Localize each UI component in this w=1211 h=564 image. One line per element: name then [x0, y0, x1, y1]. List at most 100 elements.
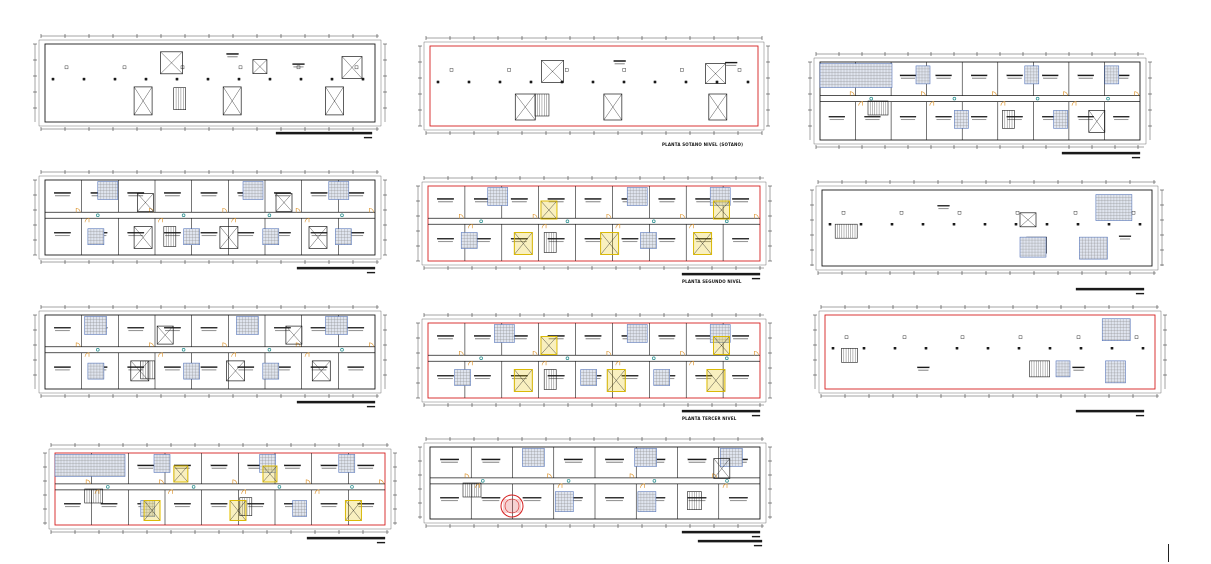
- room-label-sub: [128, 235, 144, 237]
- elevator-shaft: [603, 93, 623, 121]
- door-swing: [1000, 101, 1006, 106]
- room-label: [357, 503, 375, 505]
- room-label-sub: [201, 330, 217, 332]
- room-label: [200, 232, 218, 234]
- scale-note: [366, 271, 376, 274]
- room-label-sub: [865, 119, 880, 121]
- room-label-sub: [614, 63, 625, 65]
- column: [113, 77, 117, 81]
- room-label-sub: [659, 338, 675, 340]
- room-label: [481, 458, 501, 461]
- highlight-box: [344, 500, 362, 521]
- highlight-box: [540, 200, 558, 220]
- door-swing: [149, 342, 154, 347]
- column: [653, 80, 657, 84]
- plan-sheet-7: [33, 305, 387, 408]
- room-label: [563, 458, 583, 461]
- door-swing: [314, 489, 320, 494]
- room-label-sub: [201, 235, 217, 237]
- elevator-shaft: [514, 93, 536, 121]
- room-label-sub: [201, 195, 217, 197]
- section-marker: [191, 485, 196, 489]
- title-bar: [697, 539, 763, 543]
- section-marker: [96, 213, 100, 218]
- room-label-sub: [311, 235, 327, 237]
- room-label-sub: [729, 500, 747, 502]
- room-label-sub: [622, 378, 638, 380]
- door-swing: [304, 217, 310, 223]
- section-marker: [725, 479, 729, 483]
- plan-sheet-5: [416, 176, 772, 280]
- section-marker: [565, 219, 570, 224]
- column: [859, 222, 863, 226]
- room-label-sub: [659, 201, 675, 203]
- grid-frame: [813, 57, 1147, 145]
- bathroom-tiles: [653, 369, 671, 386]
- title-bar: [1075, 409, 1145, 413]
- room-label: [687, 497, 707, 499]
- light-fixture: [957, 211, 962, 215]
- room-label-sub: [165, 235, 180, 237]
- grid-frame: [421, 318, 767, 403]
- grid-frame: [38, 175, 382, 260]
- scale-note: [1131, 156, 1141, 159]
- door-swing: [557, 483, 563, 488]
- room-label: [54, 232, 71, 234]
- column: [715, 80, 719, 84]
- column: [529, 80, 533, 84]
- highlight-box: [173, 465, 189, 483]
- elevator-shaft: [219, 226, 239, 249]
- door-swing: [85, 479, 91, 484]
- elevator-shaft: [311, 360, 331, 382]
- door-swing: [541, 223, 547, 229]
- elevator-shaft: [341, 56, 363, 79]
- room-label-sub: [358, 467, 374, 469]
- room-label: [584, 335, 602, 337]
- section-marker: [277, 485, 282, 489]
- elevator-shaft: [133, 86, 153, 116]
- room-label: [310, 327, 328, 329]
- door-swing: [295, 342, 301, 347]
- door-swing: [305, 479, 311, 484]
- door-swing: [149, 207, 154, 213]
- light-fixture: [1073, 211, 1078, 215]
- room-label: [917, 366, 930, 369]
- room-label: [200, 366, 218, 368]
- door-swing: [304, 352, 310, 357]
- door-swing: [629, 473, 635, 478]
- door-swing: [689, 360, 694, 366]
- column: [268, 77, 272, 81]
- room-label: [687, 458, 707, 461]
- section-marker: [479, 219, 483, 224]
- room-label: [1077, 74, 1094, 77]
- room-label-sub: [829, 119, 844, 121]
- door-swing: [158, 352, 163, 357]
- room-label: [725, 61, 738, 64]
- elevator-shaft: [705, 63, 726, 84]
- room-label: [935, 116, 952, 118]
- light-fixture: [64, 65, 69, 70]
- highlight-box: [143, 500, 161, 521]
- grid-frame: [423, 442, 767, 524]
- plan-sheet-8: [416, 313, 772, 417]
- room-label: [522, 497, 542, 499]
- room-label: [164, 327, 181, 329]
- title-bar: [296, 400, 376, 404]
- room-label: [274, 327, 291, 329]
- room-label: [437, 198, 454, 200]
- elevator-shaft: [308, 226, 328, 249]
- room-label-sub: [201, 369, 217, 371]
- stairwell: [1002, 110, 1015, 129]
- plan-sheet-11: [418, 437, 772, 538]
- column: [361, 77, 365, 81]
- building-outline: [427, 322, 761, 399]
- column: [1141, 347, 1145, 350]
- plan-sheet-9: [813, 305, 1167, 398]
- door-swing: [615, 223, 621, 229]
- room-label: [127, 192, 145, 194]
- door-swing: [1071, 101, 1077, 106]
- door-swing: [369, 342, 374, 347]
- room-label: [695, 335, 713, 337]
- room-label-sub: [1073, 369, 1084, 371]
- room-label: [1072, 366, 1085, 369]
